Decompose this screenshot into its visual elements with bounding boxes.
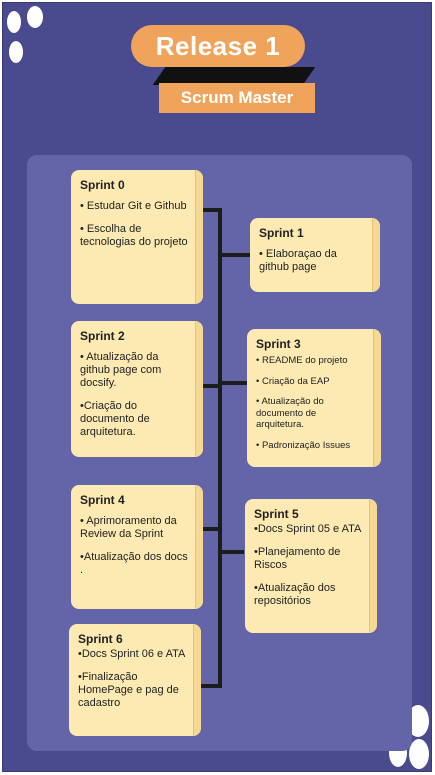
page-subtitle: Scrum Master — [159, 83, 315, 113]
decor-dot — [7, 11, 21, 33]
sprint-card-4: Sprint 4 • Aprimoramento da Review da Sp… — [71, 485, 203, 609]
sprint-item: •Docs Sprint 06 e ATA — [78, 648, 186, 660]
connector-sprint-1 — [218, 253, 252, 257]
sprint-item: • Elaboraçao da github page — [259, 248, 337, 273]
sprint-title: Sprint 4 — [80, 493, 125, 507]
sprint-item: •Criação do documento de arquitetura. — [80, 400, 150, 438]
sprint-card-2: Sprint 2 • Atualização da github page co… — [71, 321, 203, 457]
connector-sprint-0 — [201, 208, 222, 212]
decor-dot — [9, 41, 23, 63]
sprint-item: • README do projeto — [256, 355, 348, 366]
connector-sprint-6 — [199, 684, 222, 688]
timeline-spine — [218, 208, 222, 688]
sprint-title: Sprint 3 — [256, 337, 301, 351]
sprint-title: Sprint 0 — [80, 178, 125, 192]
sprint-card-6: Sprint 6 •Docs Sprint 06 e ATA •Finaliza… — [69, 624, 201, 736]
decor-dot — [409, 739, 429, 769]
sprint-card-3: Sprint 3 • README do projeto • Criação d… — [247, 329, 381, 467]
sprint-item: • Atualização do documento de arquitetur… — [256, 396, 324, 430]
sprint-item: •Finalização HomePage e pag de cadastro — [78, 671, 179, 709]
decor-dot — [407, 705, 429, 737]
sprint-title: Sprint 2 — [80, 329, 125, 343]
decor-dot — [27, 6, 43, 28]
sprint-item: • Estudar Git e Github — [80, 200, 187, 212]
connector-sprint-3 — [218, 381, 248, 385]
sprint-card-1: Sprint 1 • Elaboraçao da github page — [250, 218, 380, 292]
connector-sprint-5 — [218, 550, 244, 554]
sprint-item: •Docs Sprint 05 e ATA — [254, 523, 362, 535]
page-title: Release 1 — [131, 25, 305, 67]
connector-sprint-4 — [201, 527, 222, 531]
sprint-item: • Aprimoramento da Review da Sprint — [80, 515, 177, 540]
connector-sprint-2 — [201, 384, 222, 388]
sprint-title: Sprint 5 — [254, 507, 299, 521]
sprint-item: • Escolha de tecnologias do projeto — [80, 223, 188, 248]
sprint-item: • Padronização Issues — [256, 439, 351, 451]
sprint-item: •Planejamento de Riscos — [254, 546, 341, 571]
sprint-item: •Atualização dos repositórios — [254, 582, 336, 607]
sprint-title: Sprint 6 — [78, 632, 123, 646]
sprint-title: Sprint 1 — [259, 226, 304, 240]
sprint-item: • Criação da EAP — [256, 375, 330, 387]
sprint-item: •Atualização dos docs . — [80, 551, 188, 576]
sprint-item: • Atualização da github page com docsify… — [80, 351, 162, 389]
sprint-card-0: Sprint 0 • Estudar Git e Github • Escolh… — [71, 170, 203, 304]
sprint-card-5: Sprint 5 •Docs Sprint 05 e ATA •Planejam… — [245, 499, 377, 633]
